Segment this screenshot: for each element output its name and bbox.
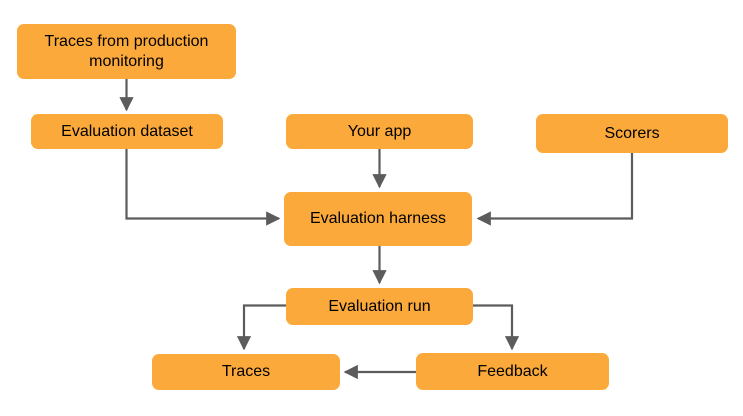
node-label: Evaluation harness	[309, 210, 447, 227]
node-label: Scorers	[604, 124, 660, 142]
node-label: Traces	[221, 363, 271, 380]
node-your-app[interactable]: Your app	[286, 114, 473, 149]
edge-evaluation-run-to-feedback	[473, 304, 520, 351]
node-label: Traces from production monitoring	[44, 32, 209, 70]
node-evaluation-dataset[interactable]: Evaluation dataset	[31, 114, 223, 149]
node-traces-from-production-monitoring[interactable]: Traces from production monitoring	[17, 24, 236, 79]
node-feedback[interactable]: Feedback	[416, 353, 609, 390]
node-evaluation-run[interactable]: Evaluation run	[286, 288, 473, 325]
edge-evaluation-run-to-traces	[236, 304, 286, 351]
node-scorers[interactable]: Scorers	[536, 114, 728, 153]
node-label: Your app	[347, 122, 412, 140]
node-label: Feedback	[477, 362, 548, 380]
node-label: Evaluation run	[328, 297, 431, 315]
node-traces[interactable]: Traces	[152, 354, 340, 390]
edge-scorers-to-evaluation-harness	[476, 153, 634, 226]
node-label: Evaluation dataset	[61, 122, 193, 140]
edge-evaluation-dataset-to-evaluation-harness	[125, 148, 281, 226]
node-evaluation-harness[interactable]: Evaluation harness	[284, 192, 472, 246]
